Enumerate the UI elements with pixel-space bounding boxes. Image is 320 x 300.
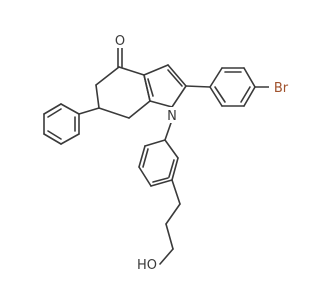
hydroxyethyl-chain [159,179,181,265]
nitrogen-label: N [167,109,177,124]
nitrogen-aryl-bond [164,119,173,141]
phenyl-cyclohexanone-bond [78,107,100,115]
hydroxyl-label-bg [136,256,158,272]
structure-canvas: O N Br HO [43,32,293,273]
carbonyl-group [117,46,123,68]
pyrrole-ring [143,64,187,108]
cyclohexanone-ring [95,66,151,119]
nitrogen-label-bg [164,107,180,123]
carbonyl-oxygen-label: O [115,34,125,49]
molecule-diagram: O N Br HO [43,32,293,273]
bromine-label: Br [274,81,289,96]
bromine-label-bg [269,79,293,95]
hydroxyl-label: HO [137,258,157,273]
oxygen-label-bg [112,32,128,48]
bromophenyl-ring [209,67,256,107]
phenyl-ring [43,103,80,145]
n-aryl-ring [138,139,179,187]
pyrrole-bromophenyl-bond [185,85,211,88]
